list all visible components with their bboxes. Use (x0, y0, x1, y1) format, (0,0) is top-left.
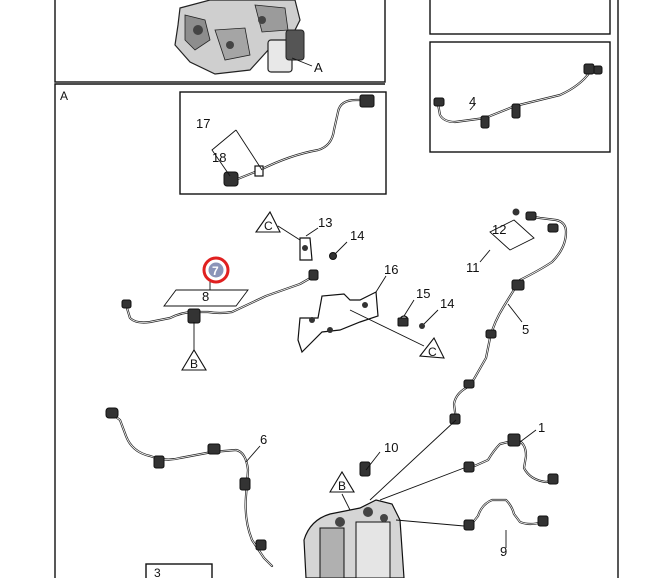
view-marker-b-top: B (190, 357, 198, 371)
callout-17: 17 (196, 116, 210, 131)
callout-13: 13 (318, 215, 332, 230)
callout-11: 11 (466, 260, 480, 275)
pipe-assembly-7-8: 8 B (121, 269, 319, 371)
callout-8: 8 (202, 289, 209, 304)
engine-pointer-label: A (314, 60, 323, 75)
callout-18: 18 (212, 150, 226, 165)
callout-4: 4 (469, 94, 476, 109)
inset-panel-part-4: 4 (429, 41, 611, 153)
highlighted-callout-7[interactable]: 7 (202, 256, 230, 284)
pipe-assembly-5-11-12: 12 11 5 (449, 208, 568, 425)
pipe-assembly-6: 6 (105, 407, 274, 568)
bracket-assembly-14-15-16: 16 15 14 C (297, 262, 454, 359)
main-view-label: A (60, 89, 68, 103)
engine-block-illustration (174, 0, 305, 75)
fuel-filter-housing: 10 B (303, 419, 465, 578)
callout-15: 15 (416, 286, 430, 301)
callout-5: 5 (522, 322, 529, 337)
callout-16: 16 (384, 262, 398, 277)
callout-9: 9 (500, 544, 507, 559)
inset-panel-parts-17-18: 17 18 (179, 91, 387, 195)
inset-3-label: 3 (154, 566, 161, 578)
callout-10: 10 (384, 440, 398, 455)
view-marker-b-bottom: B (338, 479, 346, 493)
inset-panel-3: 3 (145, 563, 213, 578)
main-view-frame-a: A (54, 0, 619, 578)
engine-overview-panel: A (54, 0, 386, 83)
callout-7: 7 (212, 264, 219, 278)
callout-1: 1 (538, 420, 545, 435)
callout-6: 6 (260, 432, 267, 447)
callout-14b: 14 (440, 296, 454, 311)
pipe-assembly-9: 9 (463, 498, 549, 559)
view-marker-c-left: C (264, 219, 273, 233)
view-marker-c-right: C (428, 345, 437, 359)
pipe-assembly-1: 1 (463, 420, 559, 485)
top-right-cutoff-panel (429, 0, 611, 35)
bracket-assembly-13-14: C 13 14 (254, 210, 364, 261)
callout-14a: 14 (350, 228, 364, 243)
callout-12: 12 (492, 222, 506, 237)
